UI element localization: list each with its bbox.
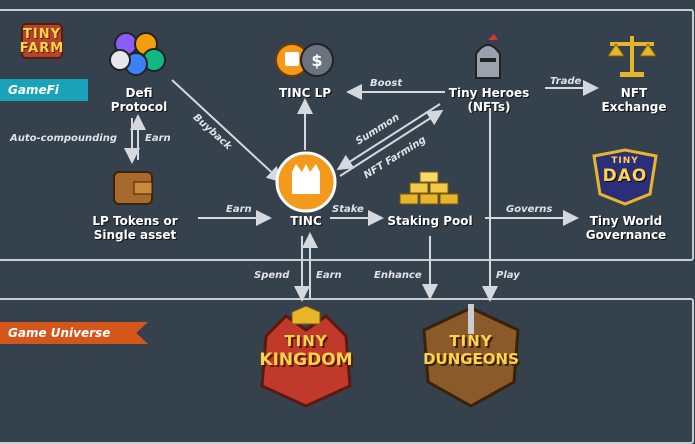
edge-play: Play bbox=[496, 270, 520, 281]
tiny-kingdom-logo: TINY KINGDOM bbox=[246, 306, 366, 410]
node-tinc-lp: TINC LP bbox=[262, 86, 348, 100]
knight-helmet-icon bbox=[468, 34, 508, 84]
game-universe-label: Game Universe bbox=[8, 326, 110, 340]
tiny-kingdom-top-text: TINY bbox=[246, 306, 366, 350]
edge-auto-compounding: Auto-compounding bbox=[10, 133, 117, 144]
edge-spend: Spend bbox=[254, 270, 289, 281]
game-universe-ribbon: Game Universe bbox=[0, 322, 148, 344]
tinc-lp-icon: $ bbox=[272, 40, 342, 80]
tiny-dungeons-top-text: TINY bbox=[410, 304, 532, 350]
node-tiny-heroes: Tiny Heroes (NFTs) bbox=[444, 86, 534, 114]
tiny-farm-text: TINY FARM bbox=[8, 20, 76, 56]
node-defi-protocol: Defi Protocol bbox=[100, 86, 178, 114]
node-tinc: TINC bbox=[274, 214, 338, 228]
camefi-label: GameFi bbox=[8, 83, 59, 97]
edge-boost: Boost bbox=[370, 78, 402, 89]
camefi-ribbon: GameFi bbox=[0, 79, 88, 101]
tinc-coin-icon bbox=[274, 150, 338, 214]
defi-tokens-icon bbox=[102, 30, 172, 80]
edge-enhance: Enhance bbox=[374, 270, 422, 281]
edge-trade: Trade bbox=[550, 76, 581, 87]
tiny-dao-logo: TINY DAO bbox=[588, 148, 662, 206]
tiny-kingdom-text: KINGDOM bbox=[246, 350, 366, 370]
node-lp-tokens: LP Tokens or Single asset bbox=[82, 214, 188, 242]
tiny-dungeons-logo: TINY DUNGEONS bbox=[410, 304, 532, 410]
tiny-farm-logo: TINY FARM bbox=[8, 20, 76, 70]
wallet-icon bbox=[110, 166, 156, 210]
edge-earn-defi: Earn bbox=[145, 133, 171, 144]
edge-earn-game: Earn bbox=[316, 270, 342, 281]
tiny-dao-text: DAO bbox=[588, 166, 662, 186]
node-tiny-world-governance: Tiny World Governance bbox=[578, 214, 674, 242]
tiny-dao-top-text: TINY bbox=[588, 148, 662, 166]
scale-icon bbox=[604, 30, 660, 80]
node-nft-exchange: NFT Exchange bbox=[594, 86, 674, 114]
node-staking-pool: Staking Pool bbox=[382, 214, 478, 228]
tiny-dungeons-text: DUNGEONS bbox=[410, 350, 532, 368]
dollar-coin-symbol: $ bbox=[311, 51, 322, 70]
gold-bars-icon bbox=[394, 170, 464, 210]
edge-earn-lp: Earn bbox=[226, 204, 252, 215]
edge-governs: Governs bbox=[506, 204, 552, 215]
edge-stake: Stake bbox=[332, 204, 364, 215]
